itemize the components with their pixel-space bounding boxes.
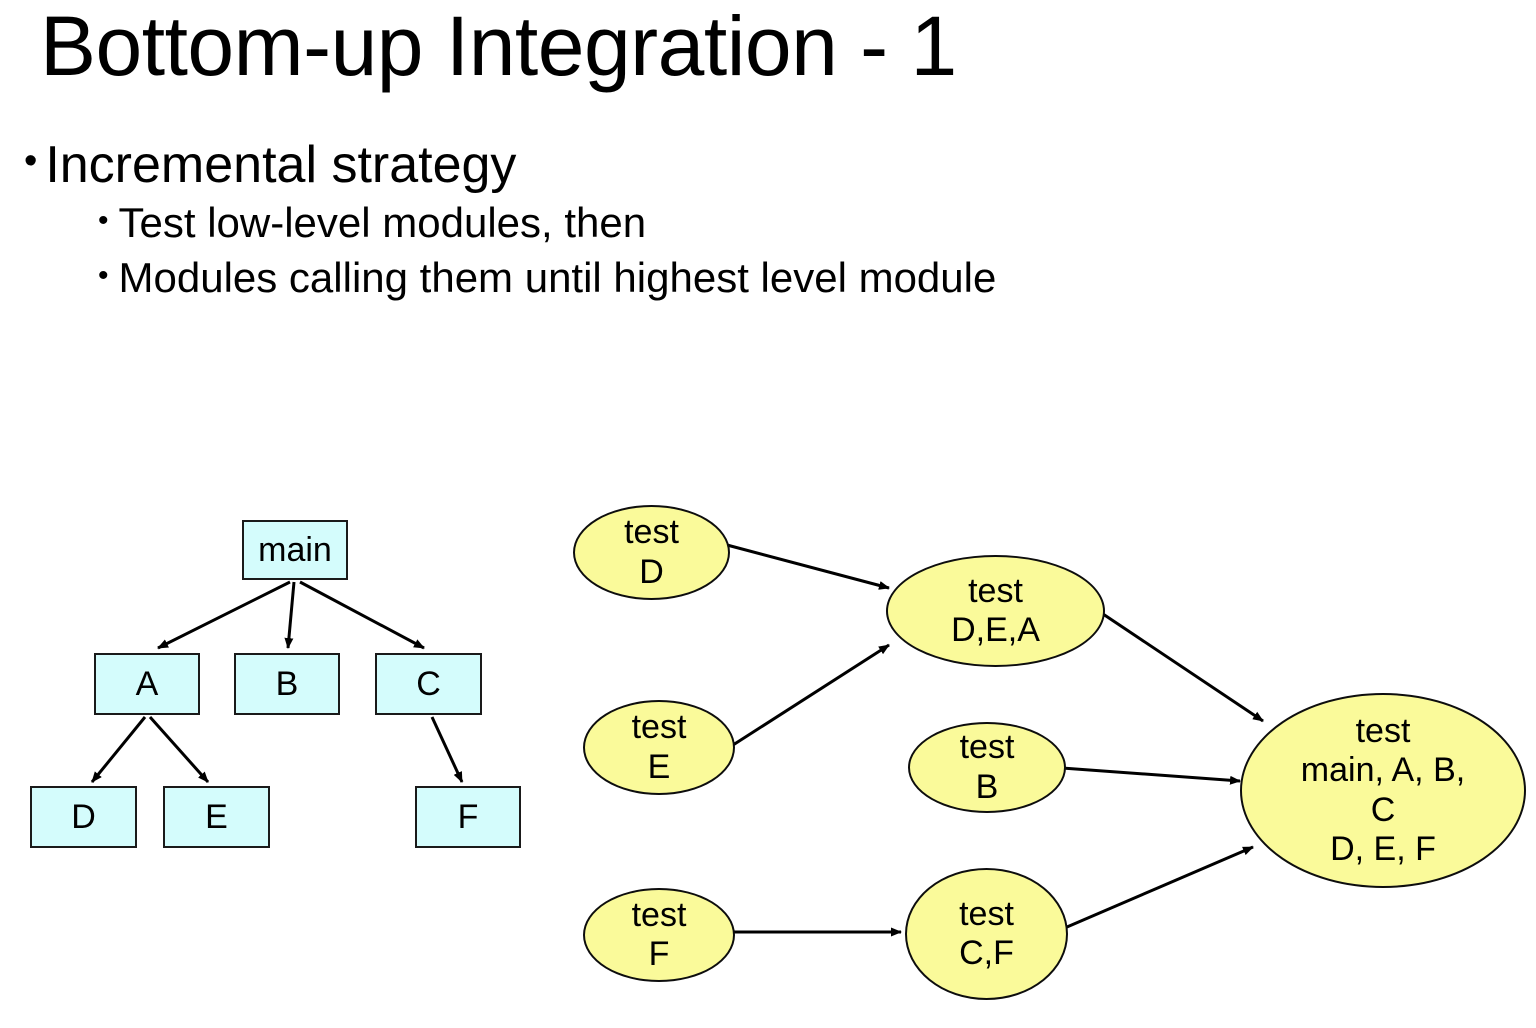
module-label: A bbox=[135, 665, 159, 703]
test-node-line: main, A, B, bbox=[1300, 751, 1466, 790]
bullet-text: Incremental strategy bbox=[45, 136, 517, 194]
test-node-line: D,E,A bbox=[951, 611, 1040, 649]
test-node-line: D bbox=[639, 552, 664, 591]
test-node-line: C,F bbox=[959, 934, 1014, 972]
test-node-test-f[interactable]: test F bbox=[583, 888, 735, 982]
edge-main-to-B bbox=[284, 581, 296, 649]
edge-main-to-C bbox=[299, 580, 425, 650]
test-node-test-dea[interactable]: test D,E,A bbox=[886, 555, 1105, 667]
test-node-test-all[interactable]: test main, A, B, C D, E, F bbox=[1240, 693, 1526, 888]
bullet-item-2: • Test low-level modules, then bbox=[98, 198, 1474, 248]
test-node-test-b[interactable]: test B bbox=[908, 722, 1066, 813]
test-node-line: test bbox=[631, 895, 687, 934]
page-title: Bottom-up Integration - 1 bbox=[40, 0, 957, 93]
bullet-marker-icon: • bbox=[98, 204, 109, 238]
module-box-E[interactable]: E bbox=[163, 786, 270, 848]
test-node-line: test bbox=[631, 708, 687, 747]
test-node-line: test bbox=[959, 894, 1014, 933]
test-node-line: C bbox=[1370, 790, 1396, 829]
module-label: E bbox=[205, 798, 228, 836]
module-box-F[interactable]: F bbox=[415, 786, 521, 848]
module-box-B[interactable]: B bbox=[234, 653, 340, 715]
module-label: B bbox=[275, 665, 299, 703]
module-label: F bbox=[457, 798, 479, 836]
bullet-marker-icon: • bbox=[98, 258, 109, 292]
edge-testCF-to-testAll bbox=[1052, 845, 1254, 935]
test-node-line: F bbox=[648, 935, 670, 973]
edge-A-to-E bbox=[148, 716, 210, 783]
module-box-D[interactable]: D bbox=[30, 786, 137, 848]
edge-A-to-D bbox=[90, 716, 147, 783]
bullet-item-3: • Modules calling them until highest lev… bbox=[98, 253, 1474, 303]
edge-main-to-A bbox=[157, 580, 291, 650]
edge-testD-to-testDEA bbox=[726, 543, 890, 590]
module-label: main bbox=[258, 531, 332, 569]
module-box-main[interactable]: main bbox=[242, 520, 348, 580]
test-node-line: test bbox=[1355, 711, 1411, 750]
bullet-text: Test low-level modules, then bbox=[118, 199, 647, 247]
bullet-text: Modules calling them until highest level… bbox=[118, 253, 997, 301]
bullet-list: • Incremental strategy • Test low-level … bbox=[24, 136, 1474, 307]
test-node-line: test bbox=[968, 571, 1023, 610]
test-node-line: E bbox=[647, 747, 671, 786]
module-box-C[interactable]: C bbox=[375, 653, 482, 715]
module-label: C bbox=[416, 665, 441, 703]
edge-testE-to-testDEA bbox=[732, 643, 890, 747]
edge-testB-to-testAll bbox=[1061, 766, 1241, 785]
test-node-line: B bbox=[975, 767, 999, 806]
edge-testDEA-to-testAll bbox=[1099, 610, 1264, 723]
edge-C-to-F bbox=[430, 716, 464, 783]
test-node-test-e[interactable]: test E bbox=[583, 700, 735, 795]
module-label: D bbox=[71, 798, 96, 836]
test-node-test-d[interactable]: test D bbox=[573, 505, 730, 600]
test-node-line: test bbox=[624, 513, 679, 552]
bullet-item-1: • Incremental strategy bbox=[24, 136, 1474, 194]
test-node-line: test bbox=[959, 728, 1015, 767]
test-node-test-cf[interactable]: test C,F bbox=[905, 868, 1068, 1000]
bullet-marker-icon: • bbox=[24, 140, 38, 182]
test-node-line: D, E, F bbox=[1330, 829, 1436, 868]
module-box-A[interactable]: A bbox=[94, 653, 200, 715]
